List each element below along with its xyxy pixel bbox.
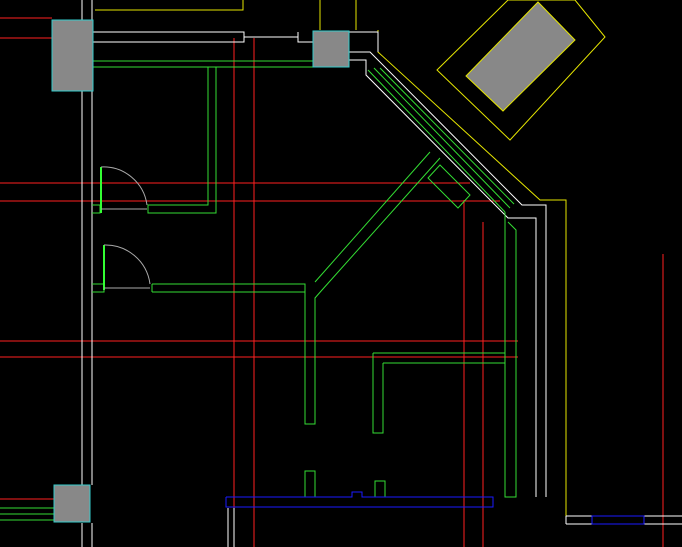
doors — [100, 166, 151, 290]
door-swing — [103, 244, 151, 285]
beam — [225, 491, 645, 525]
interior-partitions — [0, 60, 517, 521]
outline-rect — [436, 0, 606, 141]
wall-line — [348, 31, 379, 52]
partition-line — [92, 283, 105, 293]
partition-line — [152, 157, 441, 425]
partition-line — [372, 353, 384, 434]
door-swing — [100, 166, 148, 206]
outline-line — [95, 0, 244, 11]
exterior-walls — [81, 0, 682, 547]
column — [53, 484, 91, 523]
partition-rect — [427, 164, 471, 209]
partition-line — [147, 67, 217, 214]
wall-line — [92, 31, 245, 43]
partition-line — [373, 67, 511, 209]
axis-grid — [0, 17, 664, 547]
partition-line — [379, 67, 515, 205]
roof-outline — [95, 0, 606, 516]
beam-outline — [225, 491, 494, 508]
partition-line — [504, 212, 517, 498]
outline-rect — [465, 1, 576, 112]
partition-line — [92, 204, 101, 214]
beam-stub — [591, 515, 645, 525]
columns — [51, 19, 350, 523]
wall-line — [297, 32, 313, 43]
wall-line — [348, 59, 537, 497]
partition-line — [374, 480, 386, 497]
partition-line — [304, 470, 316, 497]
column — [312, 30, 350, 68]
wall-line — [348, 51, 547, 497]
column — [51, 19, 94, 92]
partition-line — [314, 151, 431, 283]
partition-line — [367, 69, 506, 213]
